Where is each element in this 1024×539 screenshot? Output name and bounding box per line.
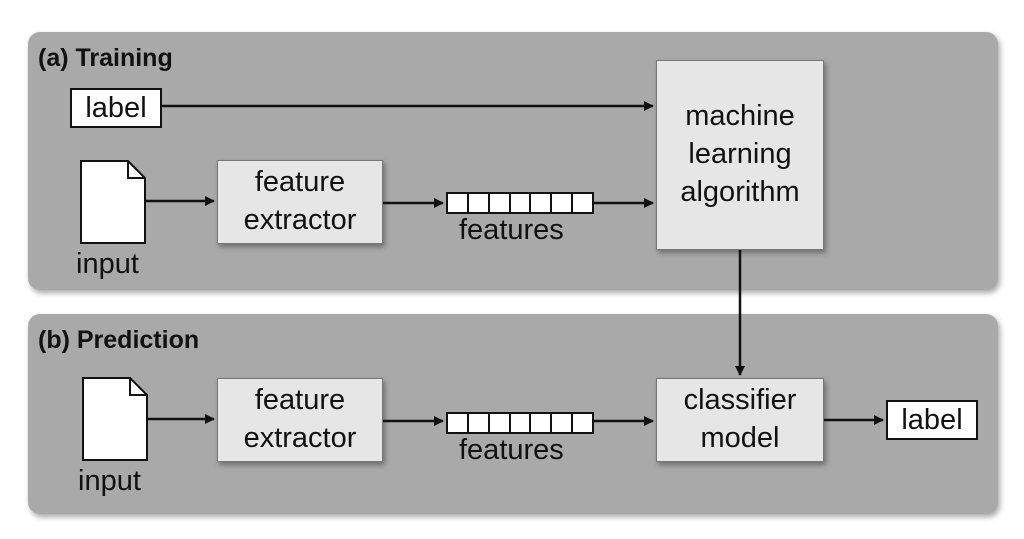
classifier-model-box: classifier model bbox=[656, 378, 824, 462]
training-input-document-icon bbox=[80, 160, 146, 244]
prediction-input-document-icon bbox=[82, 377, 148, 461]
training-features-caption: features bbox=[459, 214, 564, 246]
training-input-caption: input bbox=[76, 248, 139, 280]
training-title: (a) Training bbox=[38, 44, 173, 72]
machine-learning-algorithm-box: machine learning algorithm bbox=[656, 60, 824, 250]
training-feature-extractor-box: feature extractor bbox=[217, 160, 383, 244]
prediction-feature-vector bbox=[446, 412, 594, 434]
training-label-box: label bbox=[70, 88, 162, 128]
training-feature-vector bbox=[446, 192, 594, 214]
prediction-feature-extractor-box: feature extractor bbox=[217, 378, 383, 462]
prediction-title: (b) Prediction bbox=[38, 326, 200, 354]
prediction-input-caption: input bbox=[78, 465, 141, 497]
prediction-features-caption: features bbox=[459, 434, 564, 466]
prediction-label-box: label bbox=[886, 400, 978, 440]
training-panel bbox=[28, 32, 998, 290]
